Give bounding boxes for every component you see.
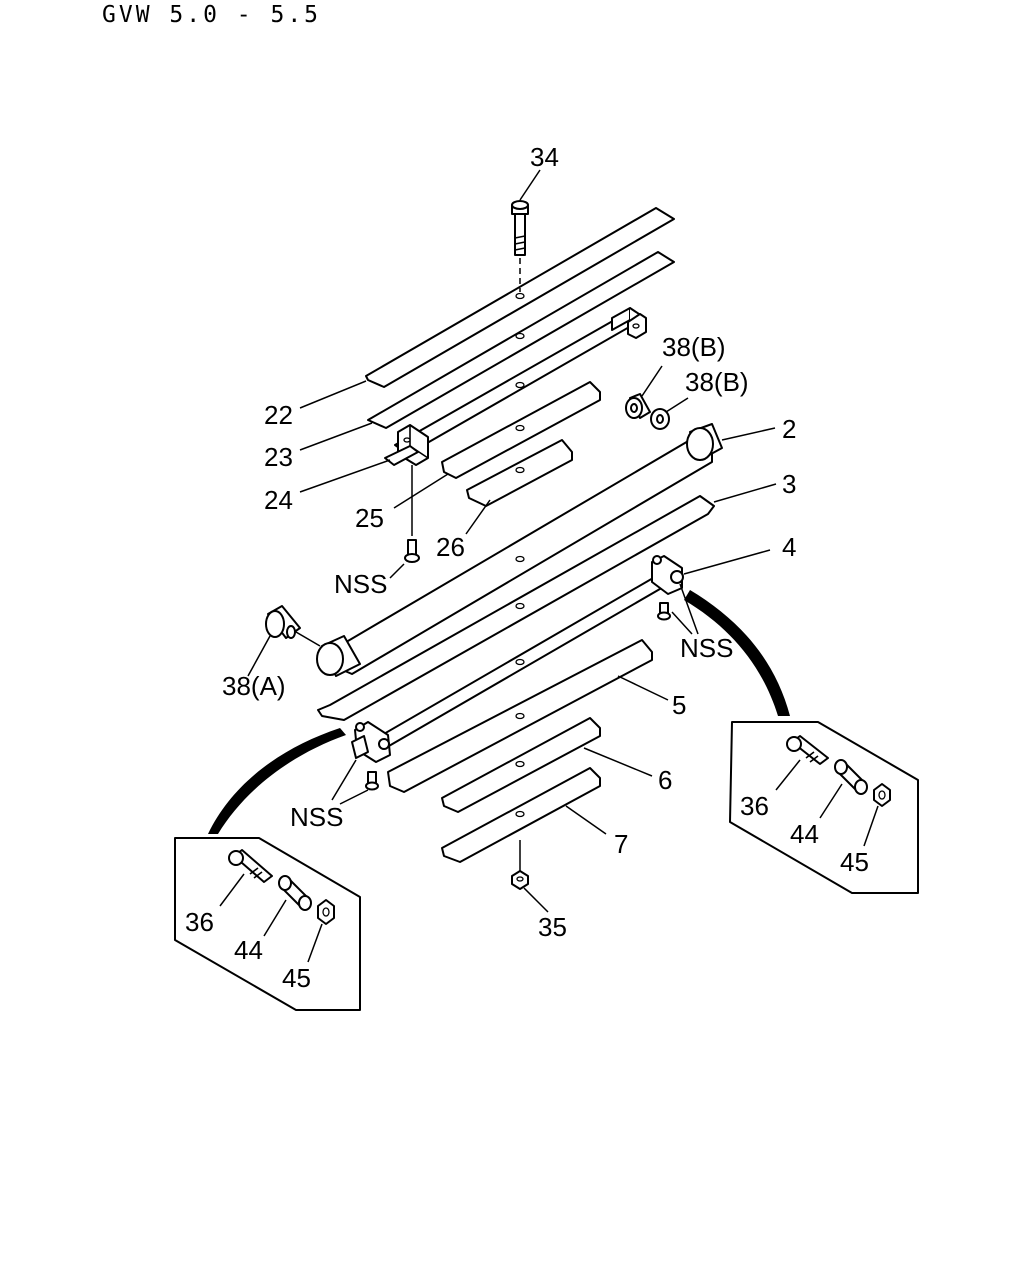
bolt-icon (786, 735, 829, 765)
bracket-icon (651, 555, 684, 595)
detail-right-36: 36 (740, 791, 769, 821)
callout-4: 4 (782, 532, 796, 562)
leaf-6 (441, 717, 601, 813)
collar-icon (278, 875, 312, 911)
callout-24: 24 (264, 485, 293, 515)
nut-icon (873, 783, 891, 807)
collar-icon (834, 759, 868, 795)
detail-right-45: 45 (840, 847, 869, 877)
callout-nss-right: NSS (680, 633, 733, 663)
leaf-3 (317, 495, 715, 721)
leaf-7 (441, 767, 601, 863)
callout-34: 34 (530, 142, 559, 172)
detail-box-right (729, 721, 919, 894)
bushing-icon (265, 605, 301, 639)
clamp-bracket-24-front (384, 424, 429, 466)
callout-25: 25 (355, 503, 384, 533)
leaf-22 (365, 207, 675, 388)
callout-23: 23 (264, 442, 293, 472)
callout-2: 2 (782, 414, 796, 444)
detail-left-44: 44 (234, 935, 263, 965)
bolt-icon (511, 200, 529, 256)
detail-right-44: 44 (790, 819, 819, 849)
callout-nss-top: NSS (334, 569, 387, 599)
callout-5: 5 (672, 690, 686, 720)
screw-nss-right (657, 602, 671, 621)
spring-eye-front (316, 635, 361, 677)
bolt-icon (228, 849, 273, 883)
nut-icon (317, 899, 335, 925)
callout-38a: 38(A) (222, 671, 286, 701)
screw-nss-left (365, 771, 379, 791)
page-title: GVW 5.0 - 5.5 (102, 2, 322, 28)
callout-7: 7 (614, 829, 628, 859)
bracket-icon (351, 721, 391, 763)
detail-box-left (174, 837, 361, 1011)
clamp-bracket-24-rear (611, 307, 647, 339)
nut-icon (511, 870, 529, 890)
callout-35: 35 (538, 912, 567, 942)
callout-nss-left: NSS (290, 802, 343, 832)
detail-left-45: 45 (282, 963, 311, 993)
leaf-26 (466, 439, 573, 507)
detail-left-36: 36 (185, 907, 214, 937)
leaf-23 (367, 251, 675, 429)
callout-38b-1: 38(B) (662, 332, 726, 362)
callout-3: 3 (782, 469, 796, 499)
callout-22: 22 (264, 400, 293, 430)
bushing-icon (625, 393, 651, 419)
callout-6: 6 (658, 765, 672, 795)
bushing-icon (650, 408, 670, 430)
callout-26: 26 (436, 532, 465, 562)
spring-eye-rear (686, 423, 723, 461)
leaf-25 (441, 381, 601, 479)
screw-nss-top (404, 539, 420, 563)
callout-38b-2: 38(B) (685, 367, 749, 397)
leaf-5 (387, 639, 653, 793)
